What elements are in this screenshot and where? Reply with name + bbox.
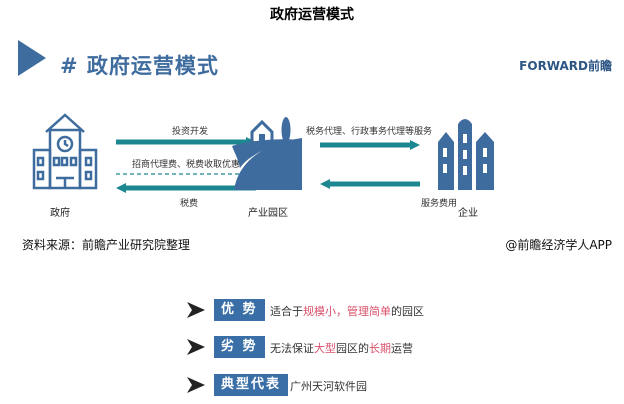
summary-text: 广州天河软件园 (290, 378, 367, 394)
triangle-marker-icon (18, 40, 46, 76)
flow-service-fee-label: 服务费用 (421, 199, 458, 209)
plain-text: 园区的 (336, 342, 369, 355)
plain-text: 的园区 (391, 305, 424, 318)
highlight-text: 大型 (314, 342, 336, 355)
chevron-right-icon (187, 339, 205, 355)
summary-text: 无法保证大型园区的长期运营 (270, 340, 413, 356)
plain-text: 运营 (391, 342, 413, 355)
enterprise-buildings-icon (438, 119, 494, 190)
summary-badge: 优 势 (214, 299, 265, 321)
summary-badge: 劣 势 (214, 336, 265, 358)
source-note: 资料来源：前瞻产业研究院整理 (22, 238, 191, 252)
node-enterprise: 企业 (458, 208, 478, 219)
plain-text: 无法保证 (270, 342, 314, 355)
highlight-text: 长期 (369, 342, 391, 355)
page-title: 政府运营模式 (270, 7, 354, 23)
node-government: 政府 (50, 208, 70, 219)
credit-note: @前瞻经济学人APP (505, 238, 612, 252)
plain-text: 适合于 (270, 305, 303, 318)
forward-logo: FORWARD前瞻 (519, 59, 612, 73)
flow-arrows-right (320, 140, 420, 189)
flow-services-label: 税务代理、行政事务代理等服务 (306, 127, 433, 137)
chevron-right-icon (187, 377, 205, 393)
summary-text: 适合于规模小，管理简单的园区 (270, 303, 424, 319)
section-heading: # 政府运营模式 (60, 54, 219, 78)
industrial-park-icon (232, 117, 302, 190)
summary-badge: 典型代表 (214, 374, 289, 396)
flow-invest-label: 投资开发 (172, 127, 209, 137)
flow-incentive-label: 招商代理费、税费收取优惠 (132, 160, 241, 170)
flow-tax-label: 税费 (180, 199, 199, 209)
node-park: 产业园区 (248, 208, 288, 219)
highlight-text: 规模小，管理简单 (303, 305, 391, 318)
plain-text: 广州天河软件园 (290, 380, 367, 393)
chevron-right-icon (187, 302, 205, 318)
government-building-icon (32, 113, 98, 190)
